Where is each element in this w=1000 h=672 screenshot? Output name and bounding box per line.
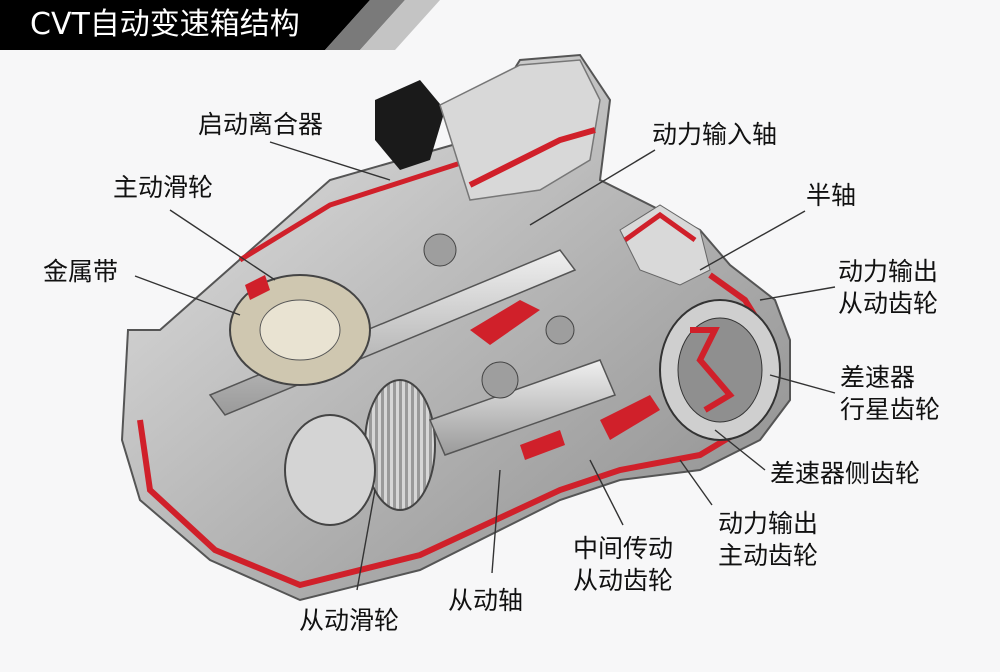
label-power-input-shaft: 动力输入轴 [652, 120, 778, 149]
title-banner: CVT自动变速箱结构 [0, 0, 440, 50]
label-metal-belt: 金属带 [43, 257, 119, 286]
leader-starting-clutch [269, 141, 391, 181]
label-output-driven-gear-line1: 动力输出 [838, 257, 939, 286]
label-output-drive-gear-line2: 主动齿轮 [718, 541, 819, 570]
label-diff-side-gear: 差速器侧齿轮 [770, 459, 921, 488]
leader-driven-pulley [356, 489, 376, 591]
label-output-drive-gear: 动力输出 主动齿轮 [718, 508, 818, 572]
title-banner-background [0, 0, 440, 50]
driven-pulley-shape [284, 379, 436, 526]
label-starting-clutch: 启动离合器 [198, 110, 324, 139]
leader-output-drive-gear [679, 459, 713, 506]
leader-driving-pulley [169, 209, 276, 281]
leader-output-driven-gear [759, 286, 836, 301]
driving-pulley-shape [229, 274, 371, 386]
label-driven-shaft: 从动轴 [448, 586, 524, 615]
label-diff-planet-gear: 差速器 行星齿轮 [840, 362, 940, 426]
label-intermediate-driven-gear-line1: 中间传动 [573, 534, 674, 563]
label-diff-planet-gear-line2: 行星齿轮 [840, 395, 941, 424]
leader-intermediate-driven-gear [589, 459, 624, 526]
label-half-shaft: 半轴 [806, 181, 857, 210]
leader-diff-planet-gear [769, 374, 836, 394]
differential-shape [659, 299, 781, 441]
label-diff-planet-gear-line1: 差速器 [840, 363, 916, 392]
label-output-drive-gear-line1: 动力输出 [718, 509, 819, 538]
leader-power-input-shaft [529, 149, 656, 226]
leader-lines [134, 141, 836, 591]
label-intermediate-driven-gear-line2: 从动齿轮 [573, 566, 674, 595]
label-driving-pulley: 主动滑轮 [113, 173, 214, 202]
label-intermediate-driven-gear: 中间传动 从动齿轮 [573, 533, 673, 597]
leader-half-shaft [699, 210, 806, 271]
label-driven-pulley: 从动滑轮 [299, 606, 400, 635]
label-output-driven-gear: 动力输出 从动齿轮 [838, 256, 938, 320]
leader-diff-side-gear [714, 429, 766, 471]
leader-metal-belt [134, 275, 241, 316]
label-output-driven-gear-line2: 从动齿轮 [838, 289, 939, 318]
page-title: CVT自动变速箱结构 [30, 7, 300, 42]
transmission-housing [120, 53, 791, 602]
leader-driven-shaft [491, 469, 501, 574]
